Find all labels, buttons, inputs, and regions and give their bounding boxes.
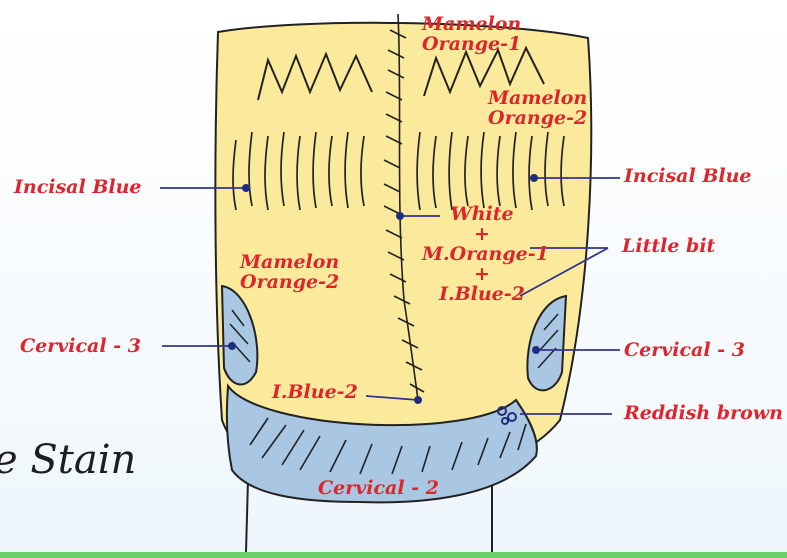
label-mamelon-orange2-right-bottom: Orange-2 (488, 108, 587, 128)
label-mamelon-orange2-left-bottom: Orange-2 (240, 272, 339, 292)
label-white-mix: White + M.Orange-1 + I.Blue-2 (422, 204, 542, 304)
label-little-bit: Little bit (622, 236, 715, 256)
label-cervical2: Cervical - 2 (318, 478, 439, 498)
label-incisal-blue-right: Incisal Blue (624, 166, 752, 186)
dot-incisal-blue-right (530, 174, 538, 182)
label-incisal-blue-left: Incisal Blue (14, 177, 142, 197)
label-mamelon-orange1-top: Mamelon (422, 14, 521, 34)
dot-cervical3-left (228, 342, 236, 350)
dot-iblue2-bottom (414, 396, 422, 404)
dot-white (396, 212, 404, 220)
dot-incisal-blue-left (242, 184, 250, 192)
label-mamelon-orange2-left: Mamelon Orange-2 (240, 252, 339, 292)
dot-cervical3-right (532, 346, 540, 354)
label-mamelon-orange2-right: Mamelon Orange-2 (488, 88, 587, 128)
label-white: White (422, 204, 542, 224)
label-m-orange1: M.Orange-1 (422, 244, 542, 264)
label-mamelon-orange1-bottom: Orange-1 (422, 34, 521, 54)
label-i-blue2-center: I.Blue-2 (422, 284, 542, 304)
label-mamelon-orange2-right-top: Mamelon (488, 88, 587, 108)
title-fragment: e Stain (0, 438, 136, 482)
label-reddish-brown: Reddish brown (624, 403, 783, 423)
label-cervical3-left: Cervical - 3 (20, 336, 141, 356)
bottom-accent-bar (0, 552, 787, 558)
label-i-blue2-bottom: I.Blue-2 (272, 382, 358, 402)
label-plus-2: + (422, 264, 542, 284)
label-mamelon-orange1: Mamelon Orange-1 (422, 14, 521, 54)
label-plus-1: + (422, 224, 542, 244)
label-cervical3-right: Cervical - 3 (624, 340, 745, 360)
label-mamelon-orange2-left-top: Mamelon (240, 252, 339, 272)
